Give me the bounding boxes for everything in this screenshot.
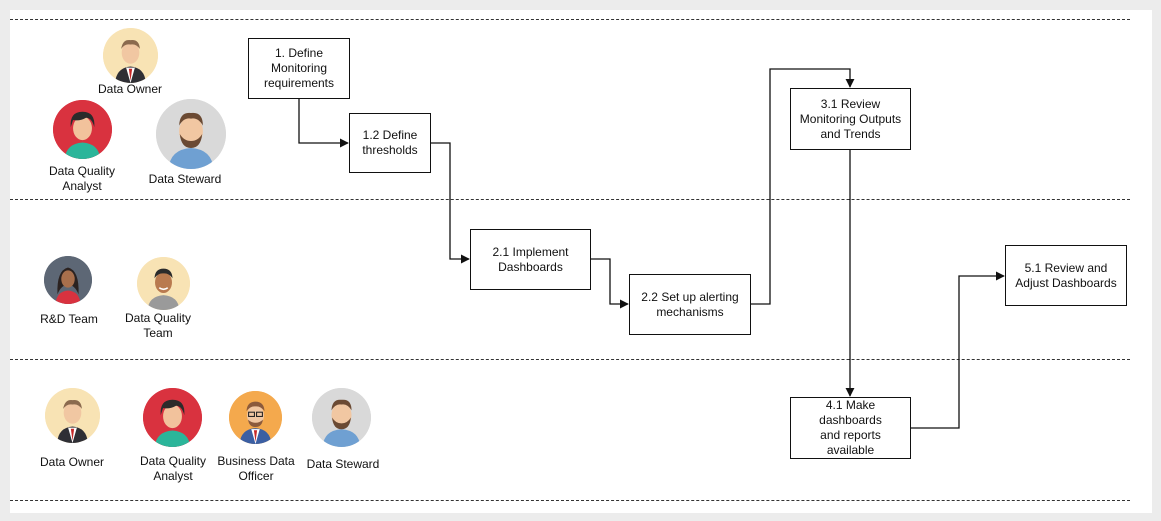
step-1-define-monitoring-requirements: 1. Define Monitoring requirements [248, 38, 350, 99]
data-quality-analyst-avatar-icon [143, 388, 202, 447]
step-2.2-set-up-alerting: 2.2 Set up alerting mechanisms [629, 274, 751, 335]
step-5.1-review-and-adjust: 5.1 Review and Adjust Dashboards [1005, 245, 1127, 306]
lane-separator-2 [10, 359, 1130, 360]
lane-separator-bottom [10, 500, 1130, 501]
lane-separator-1 [10, 199, 1130, 200]
data-quality-team-avatar-icon [137, 257, 190, 310]
data-owner-avatar-icon [103, 28, 158, 83]
step-1.2-define-thresholds: 1.2 Define thresholds [349, 113, 431, 173]
role-label: Data Quality Analyst [139, 454, 207, 483]
step-2.1-implement-dashboards: 2.1 Implement Dashboards [470, 229, 591, 290]
step-3.1-review-monitoring-outputs: 3.1 Review Monitoring Outputs and Trends [790, 88, 911, 150]
role-label: Data Owner [97, 82, 163, 96]
role-label: Data Quality Team [124, 311, 192, 340]
data-steward-avatar-icon [312, 388, 371, 447]
role-label: Data Owner [39, 455, 105, 469]
lane-separator-top [10, 19, 1130, 20]
step-4.1-make-dashboards-available: 4.1 Make dashboards and reports availabl… [790, 397, 911, 459]
data-steward-avatar-icon [156, 99, 226, 169]
business-data-officer-avatar-icon [229, 391, 282, 444]
role-label: Data Steward [306, 457, 380, 471]
rd-team-avatar-icon [44, 256, 92, 304]
data-owner-avatar-icon [45, 388, 100, 443]
role-label: R&D Team [40, 312, 98, 326]
data-quality-analyst-avatar-icon [53, 100, 112, 159]
role-label: Data Steward [148, 172, 222, 186]
role-label: Data Quality Analyst [48, 164, 116, 193]
role-label: Business Data Officer [217, 454, 295, 483]
